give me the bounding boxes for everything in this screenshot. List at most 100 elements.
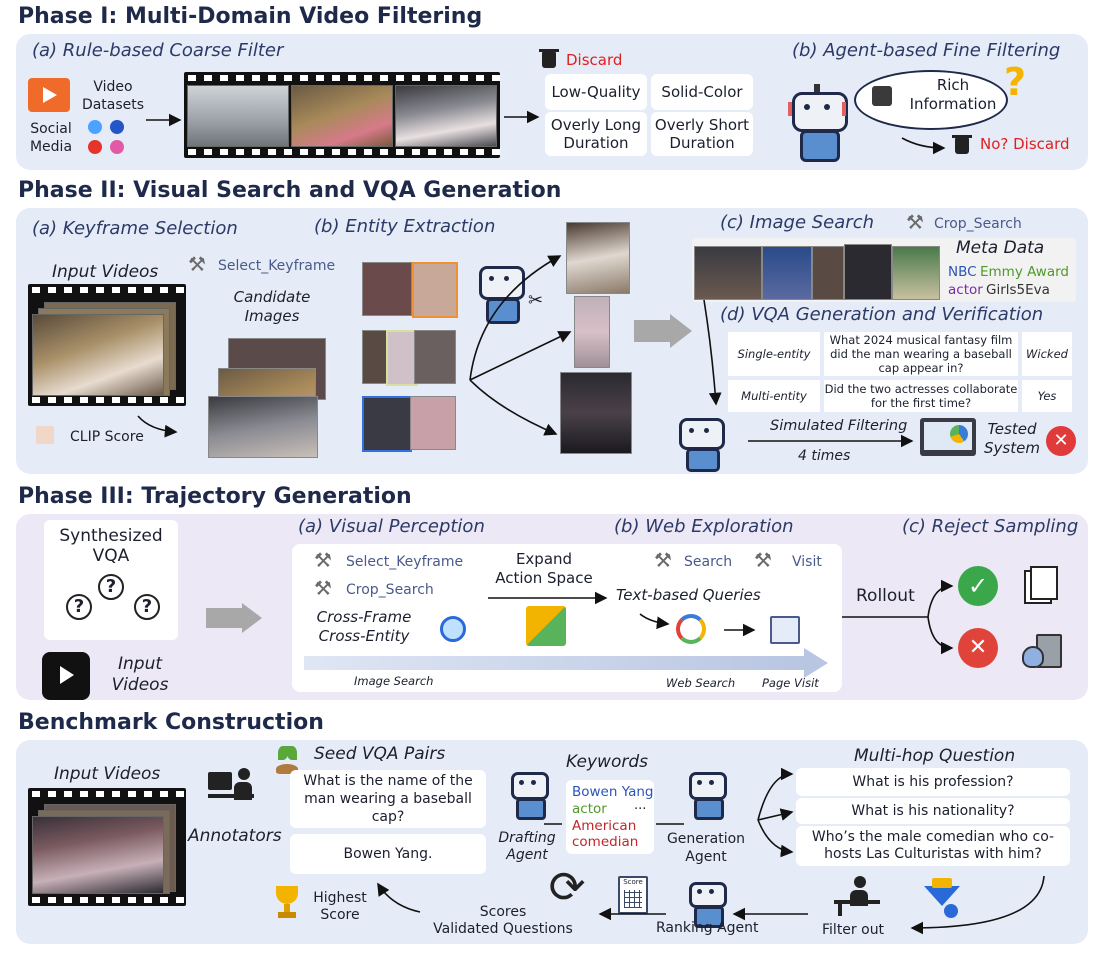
social-media-label: Social Media <box>29 121 73 155</box>
phase2-title: Phase II: Visual Search and VQA Generati… <box>18 178 562 203</box>
page-visit-step: Page Visit <box>762 676 819 690</box>
cross-frame-label: Cross-Frame Cross-Entity <box>316 608 412 645</box>
simulated-filtering-label: Simulated Filtering <box>770 418 908 434</box>
scissors-icon: ✂ <box>528 290 544 311</box>
bench-title: Benchmark Construction <box>18 710 324 735</box>
input-videos-label: Input Videos <box>52 262 159 282</box>
phase3-input-videos: Input Videos <box>111 654 169 695</box>
meta-tag-girls5eva: Girls5Eva <box>986 282 1050 298</box>
grey-arrow-2-head <box>242 603 262 633</box>
p3-crop-search: Crop_Search <box>346 582 434 598</box>
grey-arrow-shaft <box>634 320 670 342</box>
synth-vqa-label: Synthesized VQA <box>59 526 163 566</box>
text-queries-label: Text-based Queries <box>616 586 761 604</box>
vqa-generation-title: (d) VQA Generation and Verification <box>720 304 1044 325</box>
grey-arrow-head <box>670 314 692 348</box>
check-icon: ✓ <box>958 566 998 606</box>
crop-search-tool-label: Crop_Search <box>934 216 1022 232</box>
magnifier-icon <box>440 616 466 642</box>
keyword-american: American <box>572 818 637 834</box>
annotator-icon <box>208 768 256 808</box>
image-search-title: (c) Image Search <box>720 212 874 233</box>
video-edit-icon <box>872 86 892 106</box>
p3-select-keyframe: Select_Keyframe <box>346 554 464 570</box>
keywords-box <box>566 780 654 854</box>
web-exploration-title: (b) Web Exploration <box>614 516 794 537</box>
documents-icon <box>1024 566 1058 604</box>
highest-score-label: Highest Score <box>313 890 367 923</box>
search-result-3 <box>812 246 844 300</box>
rule-overly-long: Overly Long Duration <box>545 112 647 156</box>
hop-question-1: What is his profession? <box>796 768 1070 796</box>
discard-label: Discard <box>566 51 623 69</box>
trophy-icon <box>270 882 304 920</box>
bench-filmstrip <box>28 788 186 906</box>
extracted-entity-2 <box>574 296 610 368</box>
cycle-icon: ⟳ <box>548 862 586 913</box>
candidate-image-3 <box>208 396 318 458</box>
seed-vqa-label: Seed VQA Pairs <box>314 744 446 764</box>
score-sheet-label: Score <box>623 878 643 886</box>
entity-frame-3a <box>362 396 412 452</box>
hop-question-3: Who’s the male comedian who co- hosts La… <box>796 826 1070 866</box>
vqa-answer-single: Wicked <box>1022 332 1072 376</box>
select-keyframe-tool-label: Select_Keyframe <box>218 258 336 274</box>
seedling-icon <box>274 744 300 774</box>
seed-question-box: What is the name of the man wearing a ba… <box>290 770 486 828</box>
vqa-question-multi: Did the two actresses collaborate for th… <box>824 380 1018 412</box>
ranking-robot-icon <box>686 880 727 928</box>
tools-icon-2: ⚒ <box>188 252 206 276</box>
hop-question-2: What is his nationality? <box>796 798 1070 824</box>
grey-arrow-2-shaft <box>206 608 242 628</box>
vqa-type-single: Single-entity <box>728 332 820 376</box>
rich-information-label: Rich Information <box>909 76 997 113</box>
keyword-comedian: comedian <box>572 834 639 850</box>
tools-icon-5: ⚒ <box>654 548 672 572</box>
extracted-entity-3 <box>560 372 632 454</box>
robot-icon-2 <box>476 262 525 324</box>
phase3-title: Phase III: Trajectory Generation <box>18 484 412 509</box>
robot-icon-3 <box>676 416 725 472</box>
p3-search: Search <box>684 554 733 570</box>
generation-robot-icon <box>686 770 727 820</box>
multi-hop-label: Multi-hop Question <box>854 746 1016 766</box>
annotators-label: Annotators <box>188 826 282 846</box>
image-search-step: Image Search <box>354 674 434 688</box>
reject-sampling-title: (c) Reject Sampling <box>902 516 1079 537</box>
meta-tag-nbc-text: NBC <box>948 264 977 280</box>
filter-out-label: Filter out <box>822 922 885 938</box>
progress-band <box>304 656 804 670</box>
tools-icon: ⚒ <box>906 210 924 234</box>
candidate-images-label: Candidate Images <box>233 288 311 325</box>
seed-answer-box: Bowen Yang. <box>290 834 486 874</box>
rollout-label: Rollout <box>856 586 915 606</box>
fine-filter-title: (b) Agent-based Fine Filtering <box>792 40 1061 61</box>
keyframe-selection-title: (a) Keyframe Selection <box>32 218 238 239</box>
entity-frame-2a <box>362 330 388 384</box>
clip-score-icon <box>36 426 54 444</box>
video-datasets-label: Video Datasets <box>81 79 145 113</box>
filter-annotator-icon <box>834 876 882 916</box>
keyword-actor: actor <box>572 801 607 817</box>
meta-data-label: Meta Data <box>956 238 1045 258</box>
web-search-step: Web Search <box>666 676 736 690</box>
scores-validated-label: Scores Validated Questions <box>433 904 573 937</box>
search-result-4 <box>844 244 892 300</box>
rule-overly-short: Overly Short Duration <box>651 112 753 156</box>
question-mark-icon: ? <box>1004 60 1027 104</box>
phase2-filmstrip <box>28 284 186 406</box>
vqa-type-multi: Multi-entity <box>728 380 820 412</box>
funnel-icon <box>924 878 960 918</box>
tested-system-label: Tested System <box>984 420 1040 457</box>
robot-icon <box>788 84 848 162</box>
cross-icon: ✕ <box>958 628 998 668</box>
entity-frame-3b <box>410 396 456 450</box>
tools-icon-4: ⚒ <box>314 576 332 600</box>
ranking-agent-label: Ranking Agent <box>656 920 759 936</box>
rule-solid-color: Solid-Color <box>651 74 753 110</box>
phase1-filmstrip <box>184 72 500 158</box>
keyword-bowen: Bowen Yang <box>572 784 654 800</box>
vqa-answer-multi: Yes <box>1022 380 1072 412</box>
monitor-icon <box>920 418 976 456</box>
extracted-entity-1 <box>566 222 630 294</box>
